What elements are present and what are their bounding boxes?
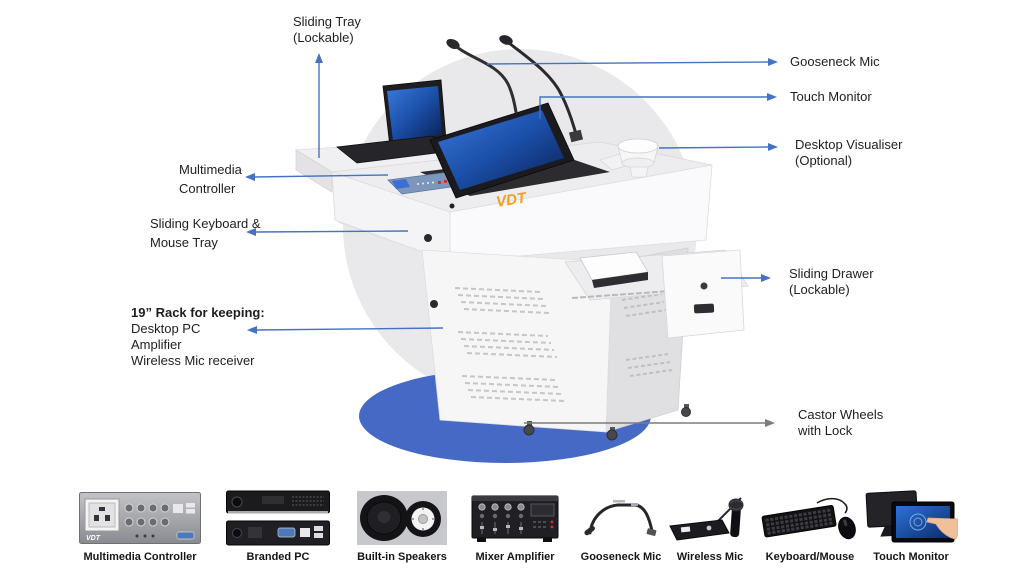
product-touch-monitor: Touch Monitor (851, 487, 971, 564)
product-label: Keyboard/Mouse (765, 551, 855, 563)
gooseneck-mic-arrow (486, 58, 778, 66)
built-in-speakers-image (357, 487, 447, 549)
product-label: Wireless Mic (676, 551, 744, 563)
callout-sliding-keyboard-label: Sliding Keyboard & Mouse Tray (150, 216, 261, 250)
touch-monitor-image (864, 487, 958, 549)
callout-sliding-tray-label: Sliding Tray (Lockable) (293, 14, 361, 45)
product-wireless-mic: Wireless Mic (650, 487, 770, 564)
callout-touch-monitor-label: Touch Monitor (790, 89, 872, 104)
multimedia-controller-image: VDT (79, 487, 201, 549)
product-branded-pc: Branded PC (216, 487, 340, 564)
product-label: Multimedia Controller (83, 551, 197, 563)
castor-wheels-shape (523, 404, 691, 441)
multimedia-controller-arrow (245, 173, 389, 181)
callout-arrows (245, 53, 778, 427)
product-label: Built-in Speakers (357, 551, 447, 563)
sliding-tray-arrow (315, 53, 323, 158)
gooseneck-mic-image (583, 487, 659, 549)
product-label: Branded PC (246, 551, 310, 563)
callout-gooseneck-mic-label: Gooseneck Mic (790, 54, 880, 69)
product-keyboard-mouse: Keyboard/Mouse (750, 487, 870, 564)
callout-rack-label: 19” Rack for keeping: Desktop PC Amplifi… (131, 305, 265, 368)
desktop-visualiser-arrow (658, 143, 778, 151)
product-gooseneck-mic: Gooseneck Mic (561, 487, 681, 564)
branded-pc-image (226, 487, 330, 549)
rack-arrow (247, 326, 444, 334)
touch-monitor-shape (429, 102, 575, 199)
product-label: Mixer Amplifier (475, 551, 555, 563)
wireless-mic-image (667, 487, 753, 549)
keyboard-mouse-image (761, 487, 859, 549)
mixer-amplifier-image (469, 487, 561, 549)
desk-mic-socket (449, 203, 455, 209)
gooseneck-mic-right-icon (499, 35, 584, 143)
callout-sliding-drawer-label: Sliding Drawer (Lockable) (789, 266, 874, 297)
product-label: Gooseneck Mic (580, 551, 662, 563)
callout-desktop-visualiser-label: Desktop Visualiser (Optional) (795, 137, 903, 168)
controller-brand-text: VDT (86, 535, 101, 542)
product-label: Touch Monitor (873, 551, 949, 563)
castor-wheels-arrow (524, 419, 775, 427)
callout-castor-wheels-label: Castor Wheels with Lock (798, 407, 884, 438)
product-built-in-speakers: Built-in Speakers (340, 487, 464, 564)
sliding-drawer-shape (564, 249, 749, 339)
sliding-keyboard-arrow (246, 228, 409, 236)
lectern-brand-logo: VDT (495, 189, 529, 211)
gooseneck-mic-left-icon (446, 38, 518, 114)
desktop-visualiser-shape (599, 138, 659, 178)
product-mixer-amplifier: Mixer Amplifier (453, 487, 577, 564)
callout-multimedia-controller-label: Multimedia Controller (179, 162, 242, 196)
sliding-drawer-arrow (721, 274, 771, 282)
product-multimedia-controller: VDT Multimedia Controller (70, 487, 210, 564)
touch-monitor-arrow (539, 93, 777, 119)
multimedia-controller-panel (387, 171, 466, 195)
